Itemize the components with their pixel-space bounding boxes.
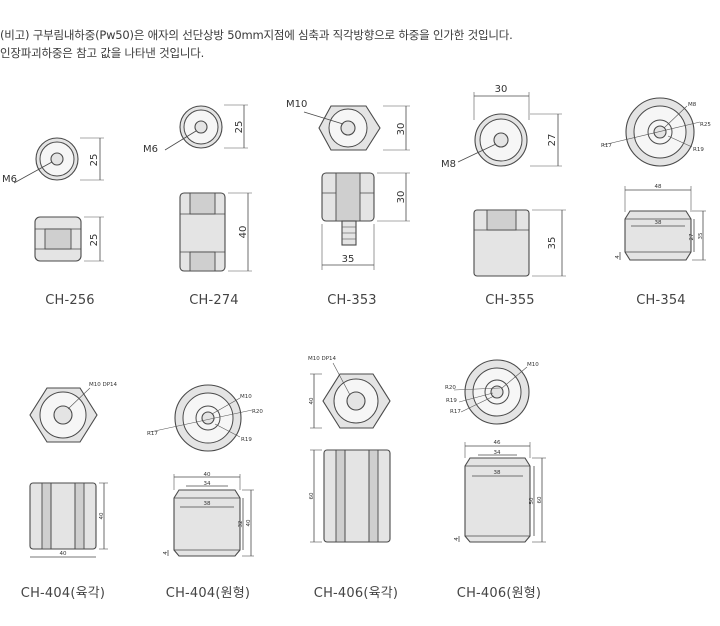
drawing-ch-274: M6 25 40 <box>143 104 252 272</box>
model-label-ch-406-hex: CH-406(육각) <box>313 586 399 601</box>
dim-height: 25 <box>234 121 245 134</box>
thread-label: M8 <box>688 102 697 108</box>
dim-width: 35 <box>342 254 355 265</box>
dim-width: 38 <box>494 470 501 476</box>
dim-height: 27 <box>547 134 558 147</box>
model-label-ch-404-hex: CH-404(육각) <box>20 586 106 601</box>
dim-height: 4 <box>454 537 460 541</box>
drawing-ch-404-round: M10 R20 R17 R19 40 34 38 32 40 4 <box>147 384 263 557</box>
note-line-1: (비고) 구부림내하중(Pw50)은 애자의 선단상방 50mm지점에 심축과 … <box>0 28 513 42</box>
note-line-2: 인장파괴하중은 참고 값을 나타낸 것입니다. <box>0 46 205 60</box>
dim-radius: R19 <box>693 147 704 153</box>
dim-width: 34 <box>204 481 211 487</box>
dim-width: 40 <box>204 472 211 478</box>
thread-label: M10 DP14 <box>89 382 118 388</box>
drawing-ch-406-hex: M10 DP14 40 60 <box>308 356 391 543</box>
model-label-ch-354: CH-354 <box>636 293 686 308</box>
model-label-ch-256: CH-256 <box>45 293 95 308</box>
dim-width: 40 <box>60 551 67 557</box>
dim-radius: R17 <box>450 409 461 415</box>
dim-height: 35 <box>547 237 558 250</box>
drawing-ch-355: 30 M8 27 35 <box>441 84 566 277</box>
model-label-ch-355: CH-355 <box>485 293 535 308</box>
thread-label: M6 <box>2 174 17 185</box>
dim-height: 30 <box>396 191 407 204</box>
dim-height: 25 <box>89 234 100 247</box>
dim-width: 46 <box>494 440 501 446</box>
dim-height: 40 <box>99 512 105 519</box>
drawing-ch-256: M6 25 25 <box>2 137 104 262</box>
dim-radius: R19 <box>241 437 252 443</box>
drawing-ch-404-hex: M10 DP14 40 40 <box>29 382 118 558</box>
thread-label: M10 DP14 <box>308 356 337 362</box>
drawing-ch-353: M10 30 30 35 <box>286 99 410 270</box>
dim-height: 60 <box>537 496 543 503</box>
dim-height: 40 <box>246 519 252 526</box>
drawing-ch-406-round: M10 R20 R19 R17 46 34 38 50 60 4 <box>445 359 546 543</box>
dim-height: 25 <box>89 154 100 167</box>
dim-width: 38 <box>655 220 662 226</box>
dim-height: 4 <box>163 551 169 555</box>
model-label-ch-353: CH-353 <box>327 293 377 308</box>
dim-height: 30 <box>396 123 407 136</box>
thread-label: M8 <box>441 159 456 170</box>
dim-radius: R19 <box>446 398 457 404</box>
dim-width: 48 <box>655 184 662 190</box>
dim-width: 30 <box>495 84 508 95</box>
drawing-ch-354: M8 R25 R17 R19 48 38 27 35 4 <box>601 97 711 261</box>
model-label-ch-404-round: CH-404(원형) <box>165 586 251 601</box>
thread-label: M10 <box>527 362 539 368</box>
dim-radius: R20 <box>445 385 456 391</box>
dim-height: 27 <box>689 233 695 240</box>
thread-label: M10 <box>286 99 307 110</box>
dim-radius: R17 <box>147 431 158 437</box>
thread-label: M6 <box>143 144 158 155</box>
model-label-ch-406-round: CH-406(원형) <box>456 586 542 601</box>
dim-height: 60 <box>309 492 315 499</box>
thread-label: M10 <box>240 394 252 400</box>
dim-height: 4 <box>615 255 621 259</box>
dim-width: 38 <box>204 501 211 507</box>
dim-width: 34 <box>494 450 501 456</box>
dim-height: 40 <box>238 226 249 239</box>
dim-height: 35 <box>698 232 704 239</box>
model-label-ch-274: CH-274 <box>189 293 239 308</box>
dim-height: 40 <box>309 397 315 404</box>
dim-height: 32 <box>238 521 244 528</box>
dim-radius: R17 <box>601 143 612 149</box>
dim-radius: R20 <box>252 409 263 415</box>
dim-height: 50 <box>529 497 535 504</box>
dim-radius: R25 <box>700 122 711 128</box>
